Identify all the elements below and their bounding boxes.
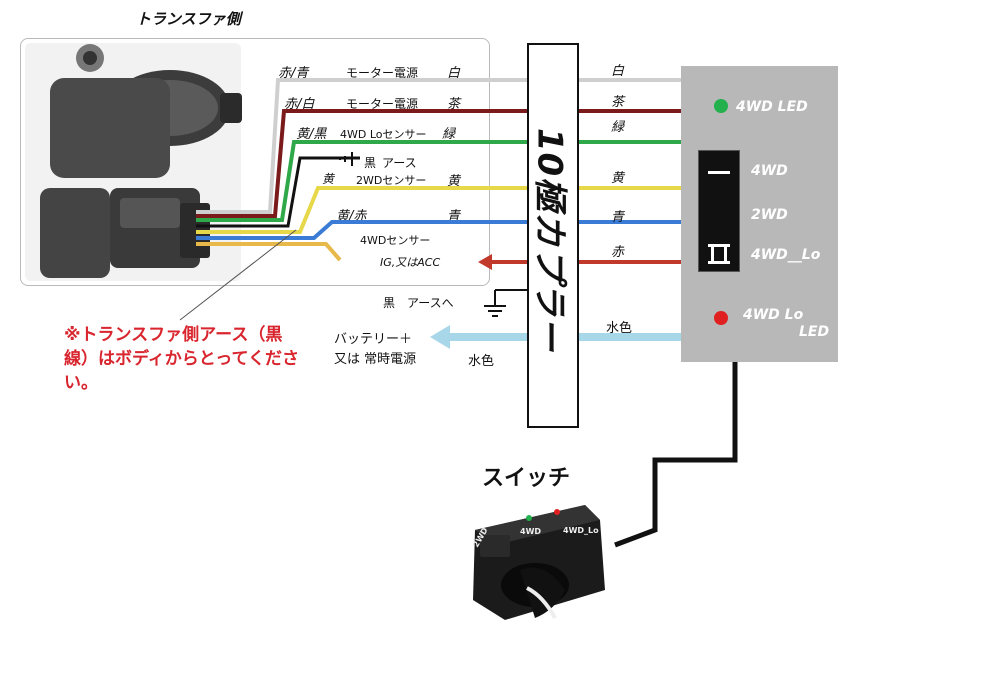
wire-blue-left xyxy=(196,220,527,240)
wire-func-7: 4WDセンサー xyxy=(360,234,431,247)
ig-acc-arrow xyxy=(478,254,492,270)
controller-led-4wd-label: 4WD LED xyxy=(736,99,808,115)
selector-mark-lo-bottom xyxy=(708,261,730,264)
selector-slot xyxy=(698,150,740,272)
ground-label: 黒 アースへ xyxy=(383,296,454,310)
controller-led-lo-line2: LED xyxy=(799,324,830,340)
note-line-1: ※トランスファ側アース（黒 xyxy=(64,325,283,345)
wire-label-3: 黄/黒 xyxy=(296,127,327,142)
wire-func-2: モーター電源 xyxy=(346,97,419,111)
wire-green-left xyxy=(196,140,527,222)
selector-mark-lo-top xyxy=(708,244,730,247)
right-wire-5: 青 xyxy=(611,210,625,225)
light-blue-label-left: 水色 xyxy=(468,354,495,369)
note-line-2: 線）はボディからとってくださ xyxy=(64,349,299,369)
wire-color-1: 白 xyxy=(447,66,461,81)
controller-pos-4wd: 4WD xyxy=(751,163,788,179)
switch-label-4wd-lo: 4WD_Lo xyxy=(563,526,599,535)
right-wire-6: 赤 xyxy=(611,245,625,260)
transfer-side-title: トランスファ側 xyxy=(136,10,241,28)
wire-label-1: 赤/青 xyxy=(278,66,309,81)
wire-brown-left xyxy=(196,109,527,218)
right-wire-4: 黄 xyxy=(611,171,625,186)
controller-pos-2wd: 2WD xyxy=(751,207,788,223)
wire-white-left xyxy=(196,78,527,214)
controller-led-lo-line1: 4WD Lo xyxy=(743,307,804,323)
wire-func-3: 4WD Loセンサー xyxy=(340,128,427,141)
right-wire-2: 茶 xyxy=(611,95,625,110)
right-wire-3: 緑 xyxy=(611,120,625,135)
led-4wd-icon xyxy=(714,99,728,113)
wire-label-4: 黒 xyxy=(364,156,377,170)
note-line-3: い。 xyxy=(64,373,98,393)
coupler-label: 10極カプラー xyxy=(529,127,570,353)
light-blue-label-right: 水色 xyxy=(606,321,633,336)
battery-label-2: 又は 常時電源 xyxy=(334,352,417,367)
switch-cable xyxy=(614,362,738,548)
wire-func-1: モーター電源 xyxy=(346,66,419,80)
ground-symbol-left xyxy=(339,152,353,166)
switch-image[interactable] xyxy=(465,500,615,650)
wire-yellow-left xyxy=(196,186,527,234)
wire-color-5: 黄 xyxy=(447,174,461,189)
led-lo-icon xyxy=(714,311,728,325)
wire-color-3: 緑 xyxy=(442,127,456,142)
battery-arrow xyxy=(430,325,450,349)
note-pointer xyxy=(179,229,297,321)
ig-acc-label: IG,又はACC xyxy=(380,256,441,269)
wire-func-5: 2WDセンサー xyxy=(356,174,427,187)
transfer-photo-frame xyxy=(20,38,490,286)
wire-func-4: アース xyxy=(382,156,417,170)
switch-title: スイッチ xyxy=(482,466,571,491)
ten-pin-coupler xyxy=(527,43,579,428)
wire-label-2: 赤/白 xyxy=(284,97,315,112)
wire-label-5: 黄 xyxy=(322,172,335,186)
ground-symbol-bottom xyxy=(484,289,527,317)
controller-pos-4wd-lo: 4WD__Lo xyxy=(751,247,821,263)
wire-yellowred-left xyxy=(196,242,342,262)
selector-mark-4wd xyxy=(708,171,730,174)
right-wire-1: 白 xyxy=(611,64,625,79)
wire-color-2: 茶 xyxy=(447,97,461,112)
battery-label-1: バッテリー＋ xyxy=(334,332,413,347)
wire-black-left xyxy=(196,156,360,228)
switch-label-4wd: 4WD xyxy=(520,527,542,536)
transfer-motor-image xyxy=(25,43,242,281)
